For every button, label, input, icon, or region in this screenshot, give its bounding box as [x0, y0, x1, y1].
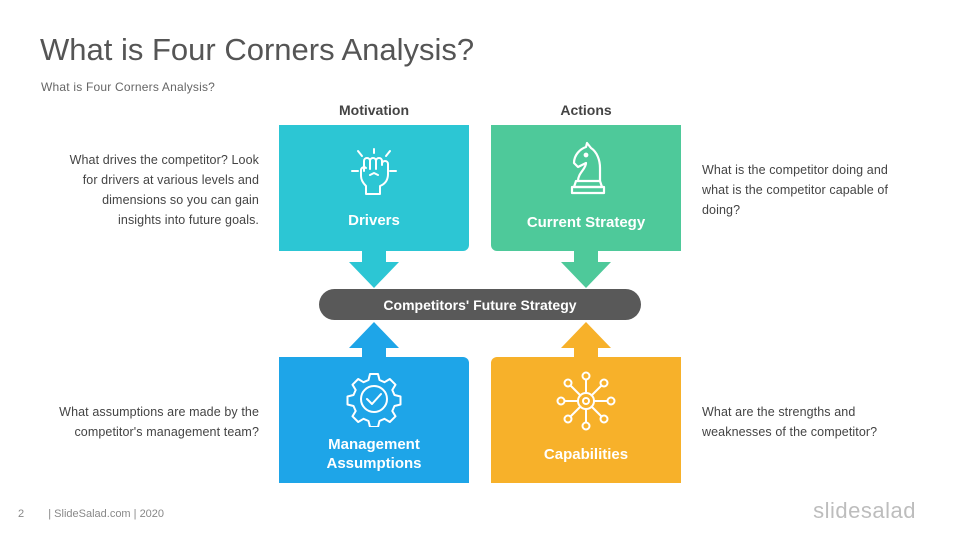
current-strategy-description-line: What is the competitor doing and — [702, 163, 888, 177]
drivers-description: What drives the competitor? Look for dri… — [30, 150, 259, 230]
current-strategy-arrow — [561, 262, 611, 288]
slide-footer: 2 | SlideSalad.com | 2020 — [18, 508, 164, 520]
drivers-arrow — [349, 262, 399, 288]
management-assumptions-description-line: What assumptions are made by the — [59, 405, 259, 419]
capabilities-description: What are the strengths and weaknesses of… — [702, 402, 912, 442]
chess-knight-icon — [564, 141, 608, 199]
current-strategy-description-line: what is the competitor capable of — [702, 183, 889, 197]
drivers-box: Drivers — [279, 125, 469, 251]
current-strategy-box: Current Strategy — [491, 125, 681, 251]
current-strategy-description-line: doing? — [702, 203, 741, 217]
management-assumptions-label-line1: Management — [328, 436, 420, 453]
management-assumptions-label-line2: Assumptions — [326, 455, 422, 472]
slide-subtitle: What is Four Corners Analysis? — [41, 80, 216, 94]
management-assumptions-arrow — [349, 322, 399, 348]
management-assumptions-description-line: competitor's management team? — [74, 425, 259, 439]
footer-source: | SlideSalad.com | 2020 — [48, 508, 165, 520]
drivers-description-line: dimensions so you can gain — [102, 193, 259, 207]
page-number: 2 — [18, 508, 25, 520]
capabilities-arrow — [561, 322, 611, 348]
drivers-label: Drivers — [348, 212, 400, 229]
header-motivation: Motivation — [339, 102, 409, 118]
slidesalad-logo: slidesalad — [813, 498, 916, 523]
drivers-arrow-stem — [362, 251, 386, 263]
management-assumptions-box: Management Assumptions — [279, 357, 469, 483]
capabilities-label: Capabilities — [543, 446, 629, 463]
management-assumptions-description: What assumptions are made by the competi… — [30, 402, 259, 442]
capabilities-description-line: What are the strengths and — [702, 405, 856, 419]
current-strategy-arrow-stem — [574, 251, 598, 263]
network-gear-icon — [556, 371, 616, 431]
capabilities-description-line: weaknesses of the competitor? — [702, 425, 878, 439]
slide-title: What is Four Corners Analysis? — [40, 32, 475, 67]
current-strategy-description: What is the competitor doing and what is… — [702, 160, 912, 220]
management-assumptions-label: Management Assumptions — [326, 435, 421, 473]
gear-check-icon — [346, 371, 402, 427]
drivers-description-line: insights into future goals. — [118, 213, 259, 227]
header-actions: Actions — [560, 102, 612, 118]
drivers-description-line: for drivers at various levels and — [82, 173, 259, 187]
competitors-future-strategy-pill: Competitors' Future Strategy — [319, 289, 641, 320]
drivers-description-line: What drives the competitor? Look — [69, 153, 259, 167]
current-strategy-label: Current Strategy — [526, 214, 646, 231]
management-assumptions-arrow-stem — [362, 347, 386, 358]
capabilities-box: Capabilities — [491, 357, 681, 483]
fist-icon — [348, 147, 400, 199]
capabilities-arrow-stem — [574, 347, 598, 358]
